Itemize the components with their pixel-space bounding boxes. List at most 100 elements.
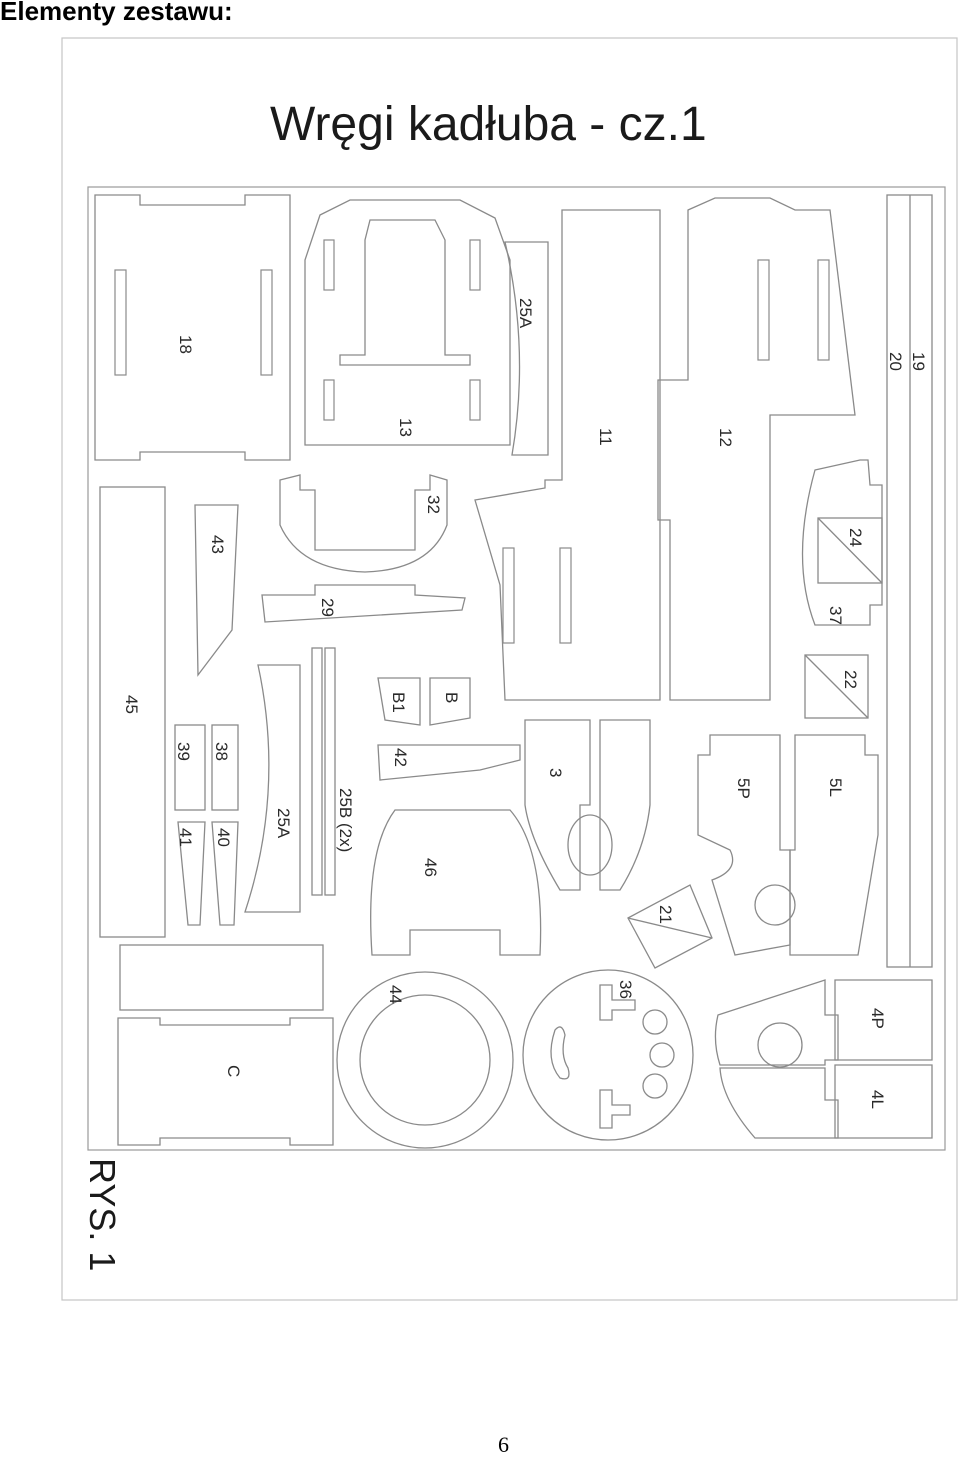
part-label: 4L bbox=[868, 1090, 887, 1109]
part-12-slot bbox=[817, 259, 830, 361]
part-41-outline bbox=[177, 821, 206, 926]
part-label: B1 bbox=[389, 692, 408, 713]
part-25A-upper-outline bbox=[504, 241, 549, 456]
part-label: B bbox=[442, 692, 461, 703]
part-label: 38 bbox=[212, 742, 231, 761]
part-25A-lower-outline bbox=[244, 664, 301, 913]
page-heading: Elementy zestawu: bbox=[0, 0, 233, 26]
part-36-hole bbox=[642, 1009, 668, 1035]
part-4-left-outline bbox=[714, 979, 839, 1066]
part-11-slot bbox=[502, 547, 515, 644]
part-36-cross bbox=[599, 984, 636, 1021]
part-label: 43 bbox=[208, 535, 227, 554]
part-label: C bbox=[224, 1065, 243, 1077]
parts-frame bbox=[87, 186, 946, 1151]
part-11-outline bbox=[474, 209, 661, 701]
part-38-outline bbox=[211, 724, 239, 811]
part-36-cross bbox=[599, 1089, 631, 1129]
part-25B-strip bbox=[311, 647, 323, 896]
part-label: 25B (2x) bbox=[336, 788, 355, 852]
part-4P-outline bbox=[834, 979, 933, 1061]
part-C-outline bbox=[117, 1017, 334, 1146]
part-12-slot bbox=[757, 259, 770, 361]
part-4-left-lower bbox=[719, 1067, 839, 1139]
scan-border bbox=[61, 37, 958, 1301]
part-18-slot bbox=[260, 269, 273, 376]
part-B-outline bbox=[429, 677, 471, 726]
part-22-diagonal bbox=[804, 654, 869, 719]
part-5L-outline bbox=[789, 734, 879, 956]
part-36-hole bbox=[642, 1073, 668, 1099]
part-12-outline bbox=[657, 197, 856, 701]
figure-title: Wręgi kadłuba - cz.1 bbox=[270, 98, 707, 151]
part-3-hole bbox=[567, 814, 613, 876]
part-22-outline bbox=[804, 654, 869, 719]
part-label: 3 bbox=[546, 768, 565, 777]
part-label: 11 bbox=[596, 428, 615, 446]
part-43-outline bbox=[194, 504, 239, 677]
part-24-37-outline bbox=[801, 459, 883, 626]
part-label: 29 bbox=[318, 598, 337, 617]
part-45-outline bbox=[99, 486, 166, 938]
part-label: 21 bbox=[656, 905, 675, 924]
part-44-ring-outer bbox=[336, 971, 514, 1149]
part-label: 25A bbox=[516, 298, 535, 329]
part-5-hole bbox=[754, 884, 796, 926]
part-44-ring-inner bbox=[359, 994, 491, 1126]
part-label: 40 bbox=[214, 828, 233, 847]
part-5P-outline bbox=[697, 734, 791, 956]
part-29-outline bbox=[261, 584, 466, 623]
part-label: 22 bbox=[841, 670, 860, 689]
part-36-hole bbox=[649, 1042, 675, 1068]
part-46-outline bbox=[370, 809, 542, 956]
part-25B-strip bbox=[324, 647, 336, 896]
part-label: 37 bbox=[826, 606, 845, 625]
part-label: 45 bbox=[122, 695, 141, 714]
part-label: 5P bbox=[734, 778, 753, 799]
part-label: 44 bbox=[386, 985, 405, 1004]
part-label: 24 bbox=[846, 528, 865, 547]
part-42-outline bbox=[377, 744, 521, 781]
part-label: 13 bbox=[396, 418, 415, 437]
figure-caption: RYS. 1 bbox=[82, 1158, 123, 1271]
part-label: 25A bbox=[274, 808, 293, 839]
part-21-outline bbox=[627, 884, 713, 969]
part-C-upper bbox=[119, 944, 324, 1011]
part-label: 12 bbox=[716, 428, 735, 447]
part-label: 42 bbox=[391, 748, 410, 767]
part-label: 20 bbox=[886, 352, 905, 371]
page-number: 6 bbox=[498, 1432, 509, 1457]
part-13-slot bbox=[469, 379, 481, 421]
part-39-outline bbox=[174, 724, 206, 811]
part-B1-outline bbox=[377, 677, 421, 726]
part-13-slot bbox=[469, 239, 481, 291]
part-label: 39 bbox=[174, 742, 193, 761]
part-36-disk bbox=[522, 969, 694, 1141]
part-label: 46 bbox=[421, 858, 440, 877]
part-24-diagonal bbox=[817, 517, 883, 584]
part-24-box bbox=[817, 517, 883, 584]
part-label: 41 bbox=[176, 828, 195, 847]
part-4-hole bbox=[757, 1022, 803, 1068]
part-21-diagonal bbox=[627, 917, 713, 939]
part-18-outline bbox=[94, 194, 291, 461]
part-36-kidney bbox=[550, 1026, 570, 1080]
part-3-outline-right bbox=[599, 719, 651, 891]
part-label: 4P bbox=[868, 1008, 887, 1029]
part-13-cutout bbox=[339, 219, 471, 366]
part-3-outline bbox=[524, 719, 591, 891]
part-label: 19 bbox=[909, 352, 928, 371]
part-40-outline bbox=[211, 821, 239, 926]
part-label: 18 bbox=[176, 335, 195, 354]
part-32-outline bbox=[279, 474, 448, 573]
part-13-slot bbox=[323, 239, 335, 291]
part-4L-outline bbox=[834, 1064, 933, 1139]
part-18-slot bbox=[114, 269, 127, 376]
part-label: 32 bbox=[424, 495, 443, 514]
part-11-slot bbox=[559, 547, 572, 644]
part-label: 36 bbox=[616, 980, 635, 999]
part-13-outline bbox=[304, 199, 511, 446]
part-label: 5L bbox=[826, 778, 845, 797]
part-13-slot bbox=[323, 379, 335, 421]
